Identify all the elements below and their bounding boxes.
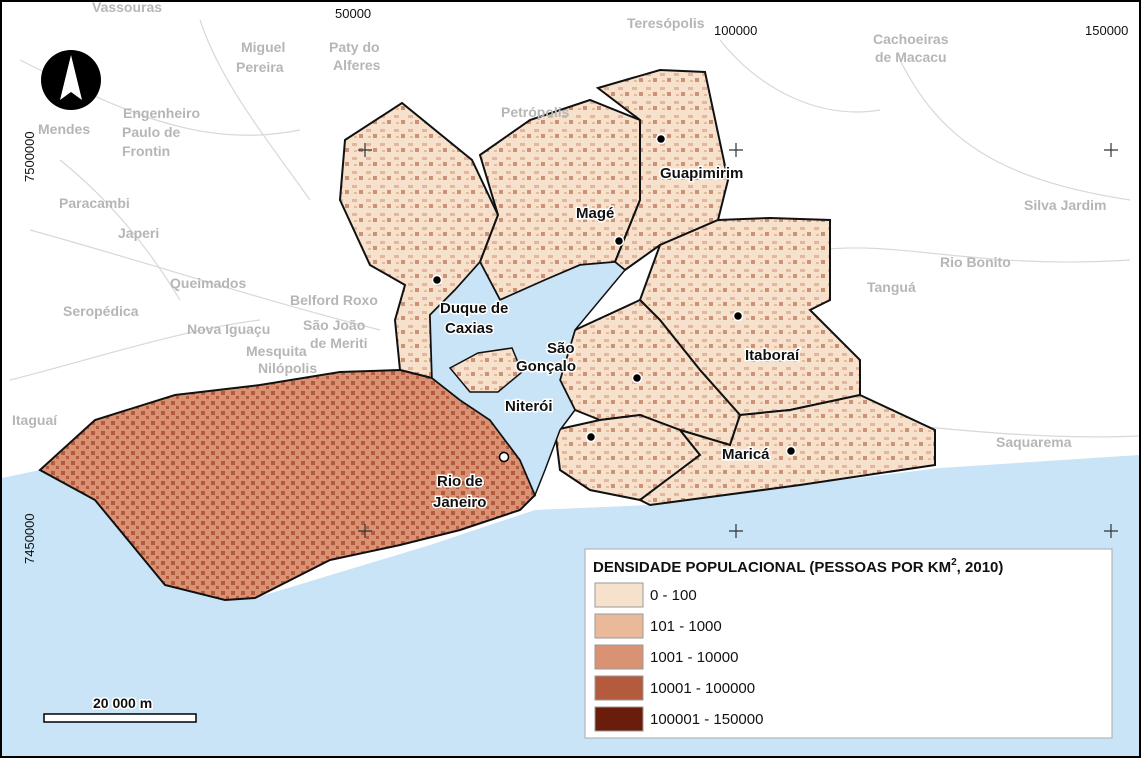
grid-crosshairs — [358, 143, 1118, 538]
grid-label-y-7500000: 7500000 — [22, 131, 37, 182]
grid-label-y-7450000: 7450000 — [22, 513, 37, 564]
place-itaguai: Itaguaí — [12, 412, 58, 428]
city-markers — [431, 133, 797, 463]
place-sao-joao: São João — [303, 317, 365, 333]
label-itaborai: Itaboraí — [745, 347, 800, 364]
municipality-polygons — [38, 68, 936, 602]
grid-labels: 50000 100000 150000 7500000 7450000 — [22, 6, 1128, 564]
place-seropedica: Seropédica — [63, 303, 139, 319]
grid-label-x-150000: 150000 — [1085, 23, 1128, 38]
legend-title-main: DENSIDADE POPULACIONAL (PESSOAS POR KM — [593, 559, 951, 576]
legend-labels: 0 - 100 101 - 1000 1001 - 10000 10001 - … — [650, 587, 763, 728]
place-paulo-de: Paulo de — [122, 124, 181, 140]
north-arrow-icon — [41, 50, 101, 110]
place-mesquita: Mesquita — [246, 343, 307, 359]
place-de-meriti: de Meriti — [310, 335, 368, 351]
place-mendes: Mendes — [38, 121, 90, 137]
place-frontin: Frontin — [122, 143, 170, 159]
label-duque-de: Duque de — [440, 300, 508, 317]
place-belford-roxo: Belford Roxo — [290, 292, 378, 308]
place-miguel: Miguel — [241, 39, 285, 55]
label-marica: Maricá — [722, 446, 770, 463]
legend-swatch-3 — [594, 644, 644, 670]
place-alferes: Alferes — [333, 57, 381, 73]
scale-bar-label: 20 000 m — [93, 695, 152, 711]
place-paty-do: Paty do — [329, 39, 380, 55]
legend-swatch-1 — [594, 582, 644, 608]
legend-box — [584, 548, 1113, 739]
place-nilopolis: Nilópolis — [258, 360, 317, 376]
place-saquarema: Saquarema — [996, 434, 1072, 450]
place-nova-iguacu: Nova Iguaçu — [187, 321, 270, 337]
label-janeiro: Janeiro — [433, 494, 486, 511]
place-cachoeiras: Cachoeiras — [873, 31, 949, 47]
label-niteroi: Niterói — [505, 398, 553, 415]
label-guapimirim: Guapimirim — [660, 165, 743, 182]
place-paracambi: Paracambi — [59, 195, 130, 211]
legend-title: DENSIDADE POPULACIONAL (PESSOAS POR KM2,… — [593, 557, 1003, 576]
place-vassouras: Vassouras — [92, 0, 162, 15]
grid-label-x-100000: 100000 — [714, 23, 757, 38]
grid-label-x-50000: 50000 — [335, 6, 371, 21]
label-goncalo: Gonçalo — [516, 358, 576, 375]
guanabara-bay — [429, 260, 627, 497]
place-engenheiro: Engenheiro — [123, 105, 200, 121]
legend-label-5: 100001 - 150000 — [650, 711, 763, 728]
label-sao: São — [547, 340, 575, 357]
place-japeri: Japeri — [118, 225, 159, 241]
context-place-labels: Vassouras Miguel Pereira Paty do Alferes… — [12, 0, 1107, 450]
label-caxias: Caxias — [445, 320, 493, 337]
place-pereira: Pereira — [236, 59, 284, 75]
legend-swatch-5 — [594, 706, 644, 732]
legend-label-3: 1001 - 10000 — [650, 649, 738, 666]
scale-bar — [43, 713, 197, 723]
legend-label-2: 101 - 1000 — [650, 618, 722, 635]
place-petropolis: Petrópolis — [501, 104, 570, 120]
legend-title-end: , 2010) — [957, 559, 1004, 576]
legend-swatch-2 — [594, 613, 644, 639]
place-teresopolis: Teresópolis — [627, 15, 705, 31]
place-rio-bonito: Rio Bonito — [940, 254, 1011, 270]
place-queimados: Queimados — [170, 275, 246, 291]
legend-swatch-4 — [594, 675, 644, 701]
label-mage: Magé — [576, 205, 614, 222]
label-rio-de: Rio de — [437, 473, 483, 490]
place-silva-jardim: Silva Jardim — [1024, 197, 1107, 213]
legend-label-1: 0 - 100 — [650, 587, 697, 604]
place-de-macacu: de Macacu — [875, 49, 947, 65]
legend-title-superscript: 2 — [951, 557, 957, 568]
municipality-labels: Guapimirim Magé Duque de Caxias São Gonç… — [432, 164, 802, 513]
place-tangua: Tanguá — [867, 279, 916, 295]
ilha-do-governador — [448, 347, 523, 393]
legend-label-4: 10001 - 100000 — [650, 680, 755, 697]
